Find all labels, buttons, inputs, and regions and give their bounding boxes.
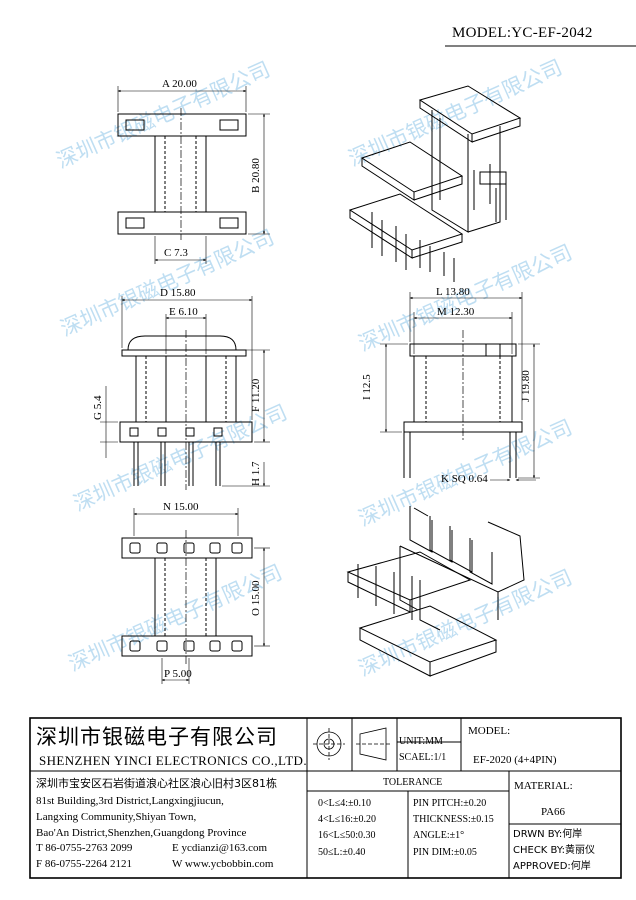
tolerance-title: TOLERANCE	[383, 777, 443, 788]
approved-by: APPROVED:何岸	[513, 861, 591, 872]
dim-d-label: D 15.80	[160, 287, 196, 299]
pin-spec-row: PIN DIM:±0.05	[413, 847, 477, 858]
tolerance-row: 50≤L:±0.40	[318, 847, 366, 858]
dim-p-label: P 5.00	[164, 668, 192, 680]
email-text: E ycdianzi@163.com	[172, 842, 268, 854]
address-line: Langxing Community,Shiyan Town,	[36, 811, 197, 823]
dim-m-label: M 12.30	[437, 306, 475, 318]
scale-label: SCAEL:1/1	[399, 752, 447, 763]
tolerance-row: 0<L≤4:±0.10	[318, 798, 372, 809]
side-view	[380, 292, 540, 482]
isometric-view-upper	[348, 85, 522, 282]
material-value: PA66	[541, 806, 566, 818]
web-text: W www.ycbobbin.com	[172, 858, 274, 870]
model-label: MODEL:	[468, 725, 511, 737]
dim-k-label: K SQ 0.64	[441, 473, 488, 485]
dim-e-label: E 6.10	[169, 306, 198, 318]
dim-j-label: J 19.80	[520, 370, 532, 402]
title-block-frame	[29, 717, 622, 879]
dim-l-label: L 13.80	[436, 286, 470, 298]
unit-label: UNIT:MM	[399, 736, 443, 747]
model-value: EF-2020 (4+4PIN)	[473, 754, 557, 766]
pin-spec-row: ANGLE:±1°	[413, 830, 465, 841]
address-line: Bao'An District,Shenzhen,Guangdong Provi…	[36, 827, 247, 839]
company-name-en: SHENZHEN YINCI ELECTRONICS CO.,LTD.	[39, 753, 307, 768]
drawn-by: DRWN BY:何岸	[513, 829, 583, 840]
fax-text: F 86-0755-2264 2121	[36, 858, 132, 870]
bottom-view	[121, 508, 270, 684]
tolerance-row: 4<L≤16:±0.20	[318, 814, 377, 825]
material-label: MATERIAL:	[514, 780, 573, 792]
dim-b-label: B 20.80	[250, 158, 262, 193]
dim-h-label: H 1.7	[250, 461, 262, 486]
dim-g-label: G 5.4	[92, 395, 104, 420]
dim-a-label: A 20.00	[162, 78, 197, 90]
checked-by: CHECK BY:黄丽仪	[513, 845, 596, 856]
top-view	[117, 86, 270, 264]
dim-c-label: C 7.3	[164, 247, 188, 259]
dim-n-label: N 15.00	[163, 501, 199, 513]
tolerance-row: 16<L≤50:0.30	[318, 830, 376, 841]
front-view	[100, 296, 270, 490]
pin-spec-row: PIN PITCH:±0.20	[413, 798, 487, 809]
dim-o-label: O 15.00	[250, 580, 262, 616]
dim-i-label: I 12.5	[361, 374, 373, 400]
pin-spec-row: THICKNESS:±0.15	[413, 814, 494, 825]
dim-f-label: F 11.20	[250, 378, 262, 412]
address-line: 81st Building,3rd District,Langxingjiucu…	[36, 795, 224, 807]
address-line: 深圳市宝安区石岩街道浪心社区浪心旧村3区81栋	[36, 777, 277, 790]
model-header: MODEL:YC-EF-2042	[452, 25, 593, 41]
company-name-cn: 深圳市银磁电子有限公司	[36, 725, 278, 749]
isometric-view-lower	[346, 506, 525, 677]
projection-symbol-icon	[313, 727, 392, 761]
tel-text: T 86-0755-2763 2099	[36, 842, 133, 854]
